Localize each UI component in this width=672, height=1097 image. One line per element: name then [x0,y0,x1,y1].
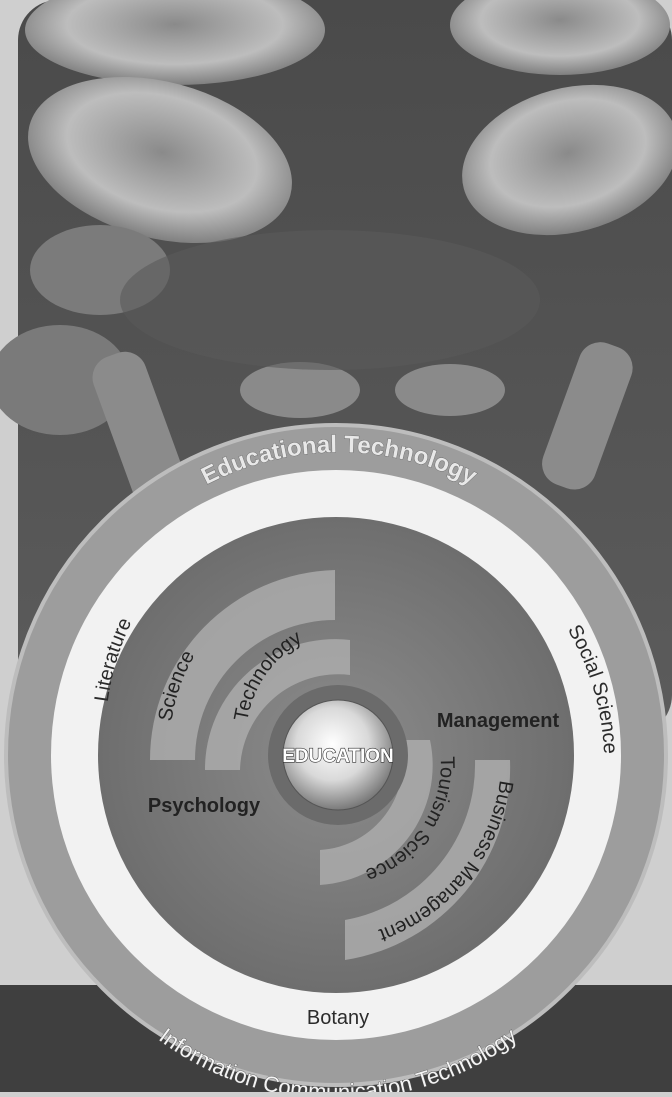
center-label: EDUCATION [282,746,394,767]
label-psychology: Psychology [148,795,261,817]
label-botany: Botany [307,1007,369,1029]
label-management: Management [437,710,560,732]
